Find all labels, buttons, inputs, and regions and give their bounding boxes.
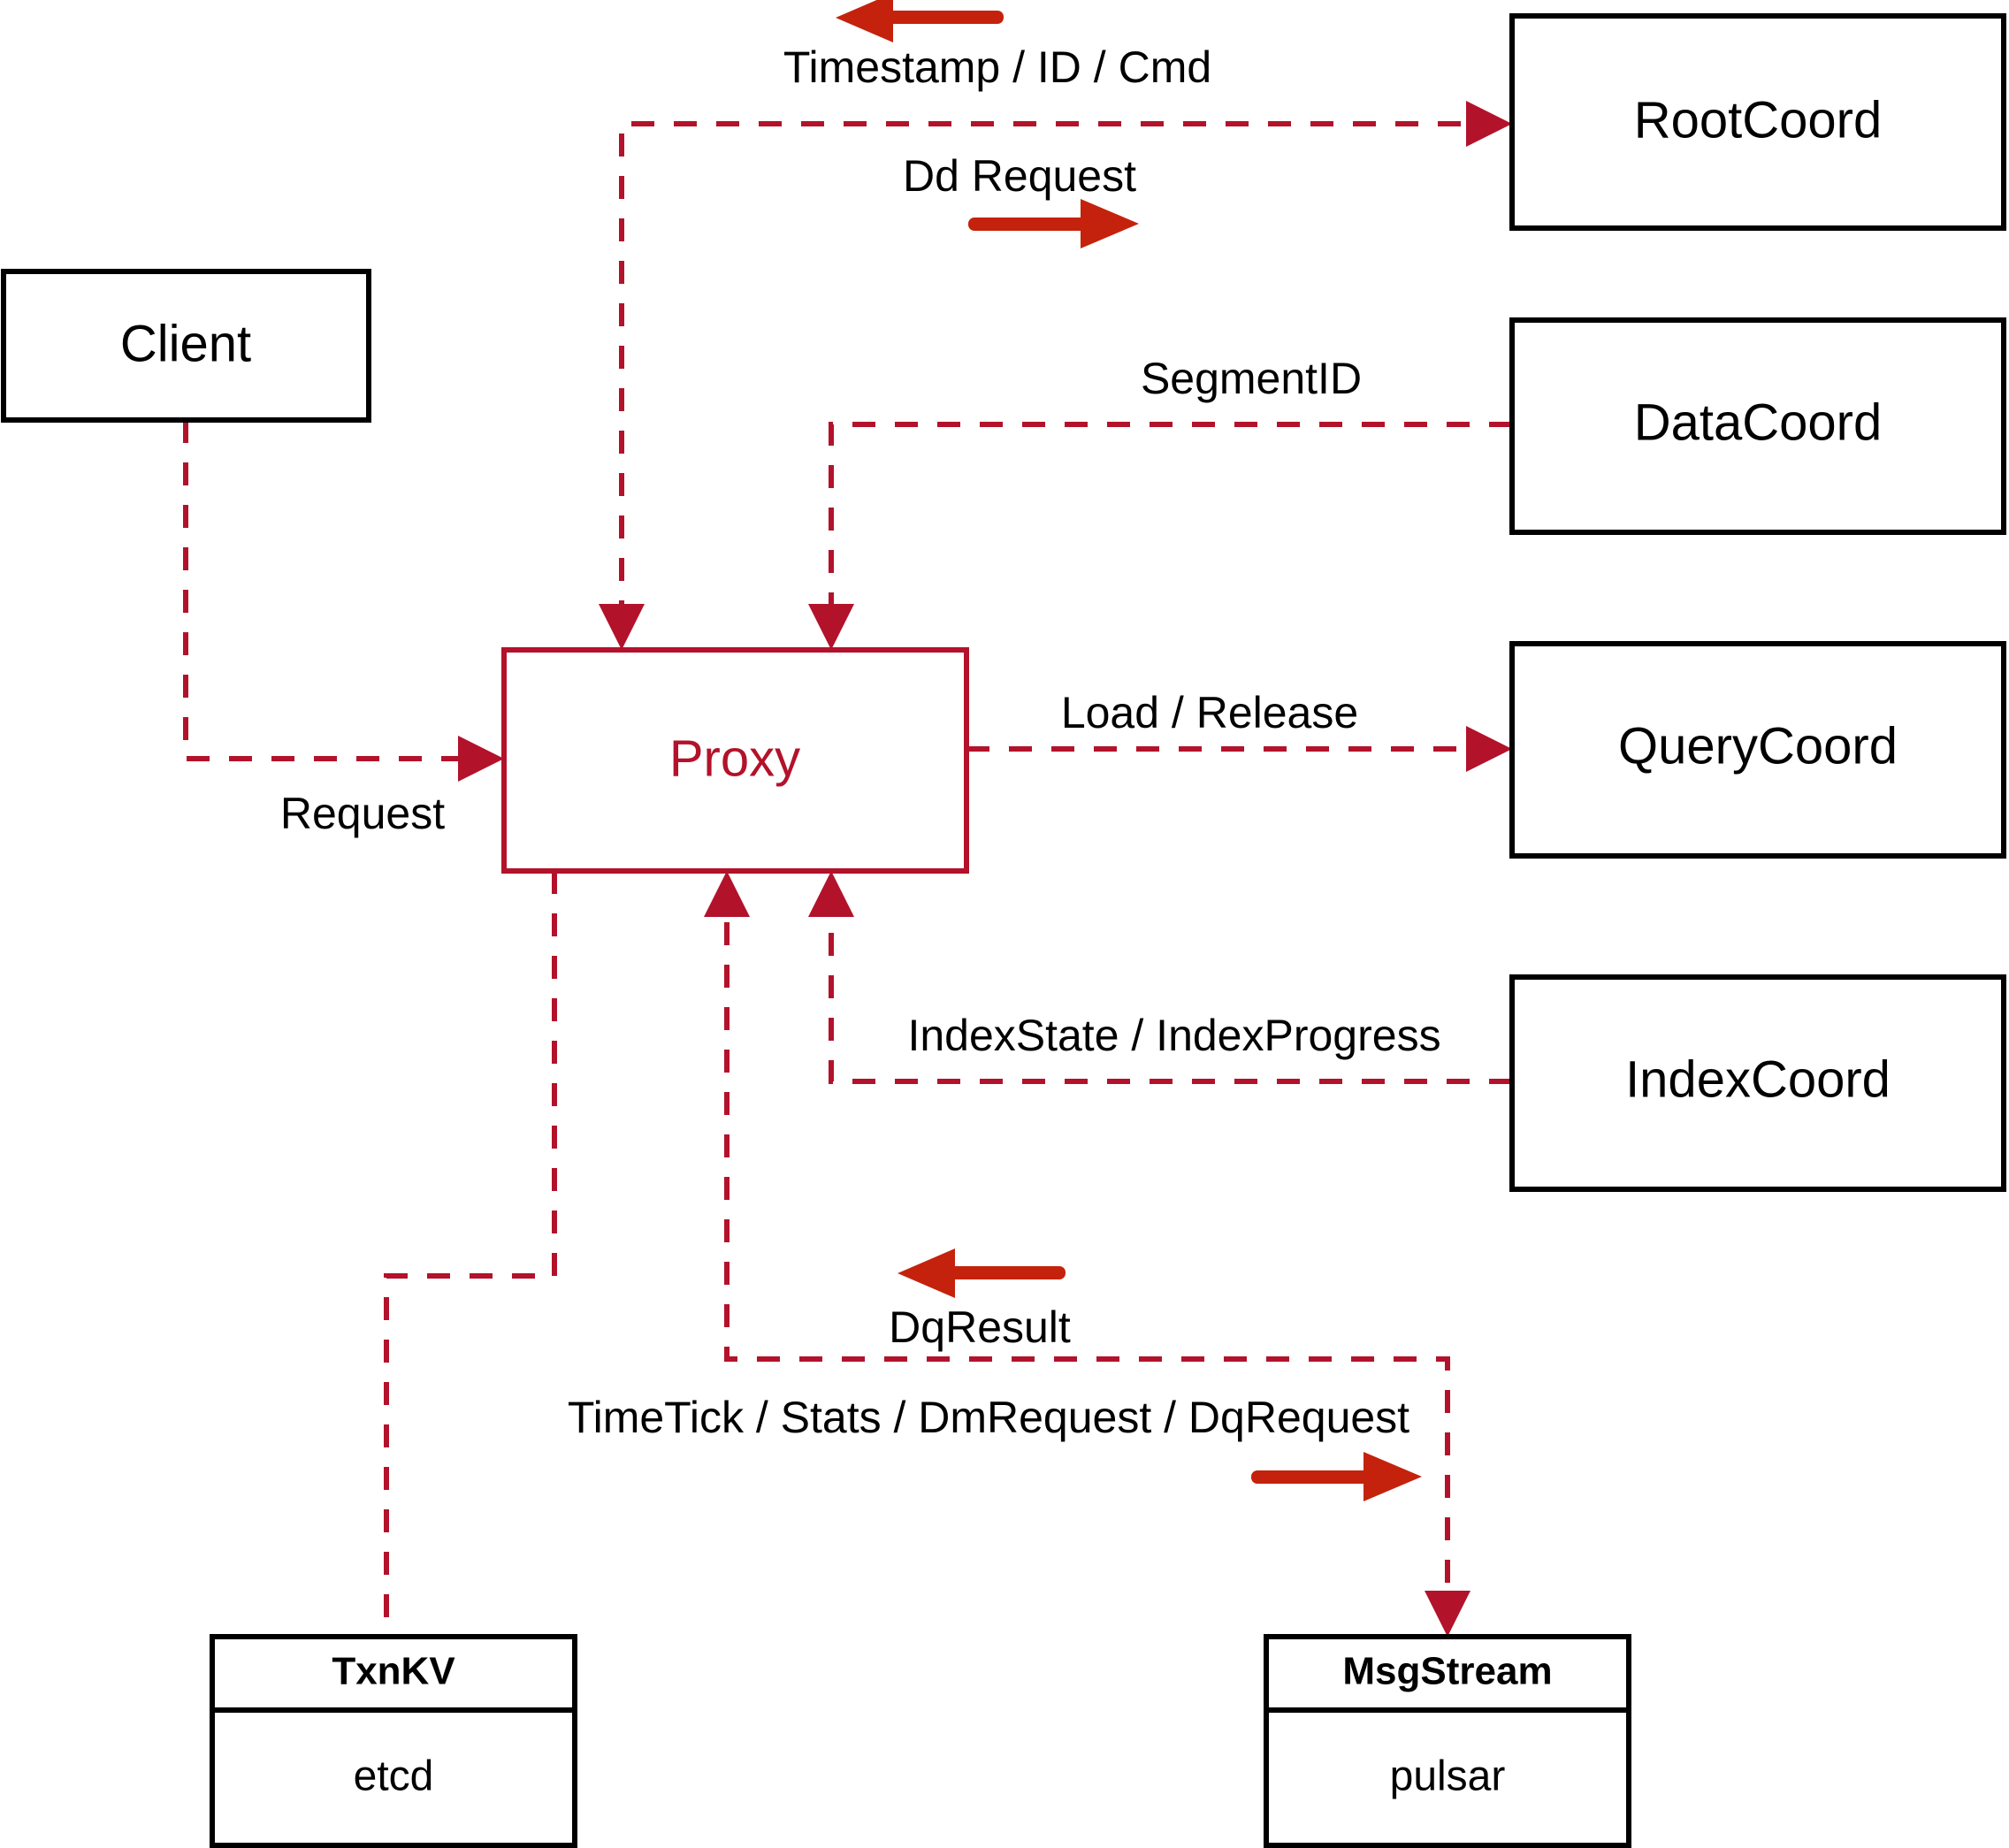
edge-label-load-release: Load / Release [1061, 688, 1358, 737]
bold-arrow-dqresult-left [898, 1249, 1066, 1298]
bold-arrow-dd-request-right [968, 199, 1139, 248]
edge-index-state-arrowhead [808, 871, 854, 917]
edge-msgstream-down-arrowhead [1425, 1591, 1470, 1637]
edge-dd-request-line [619, 121, 1503, 641]
node-msgstream-label: MsgStream [1342, 1650, 1552, 1693]
node-msgstream[interactable]: MsgStream pulsar [1264, 1634, 1631, 1848]
edge-dd-request-arrowhead [599, 604, 645, 650]
bold-arrow-timetick-right [1251, 1452, 1422, 1501]
node-rootcoord[interactable]: RootCoord [1509, 13, 2006, 231]
edge-label-timestamp-id-cmd: Timestamp / ID / Cmd [783, 42, 1211, 92]
node-datacoord[interactable]: DataCoord [1509, 317, 2006, 535]
edge-msgstream-line [724, 880, 1450, 1628]
node-datacoord-label: DataCoord [1634, 393, 1882, 451]
edge-rootcoord-arrowhead [1466, 101, 1512, 147]
edge-label-timetick-stats: TimeTick / Stats / DmRequest / DqRequest [568, 1393, 1409, 1442]
node-querycoord-label: QueryCoord [1618, 717, 1898, 775]
edge-segmentid-arrowhead [808, 604, 854, 650]
node-client[interactable]: Client [1, 269, 371, 423]
edge-label-request: Request [280, 789, 445, 838]
node-txnkv-label: TxnKV [332, 1650, 455, 1693]
node-indexcoord-label: IndexCoord [1625, 1050, 1891, 1108]
edge-index-state-line [829, 880, 1512, 1084]
node-proxy-label: Proxy [669, 729, 800, 787]
edge-label-dd-request: Dd Request [903, 151, 1136, 201]
edge-msgstream-up-arrowhead [704, 871, 750, 917]
edge-load-release-arrowhead [1466, 726, 1512, 772]
node-client-label: Client [120, 315, 251, 372]
edge-label-dq-result: DqResult [889, 1302, 1071, 1352]
edge-label-index-state-progress: IndexState / IndexProgress [907, 1011, 1440, 1060]
edge-txnkv-line [384, 871, 557, 1637]
node-proxy[interactable]: Proxy [501, 647, 969, 874]
edge-label-segment-id: SegmentID [1141, 354, 1362, 403]
edge-segmentid-line [829, 422, 1512, 641]
node-txnkv[interactable]: TxnKV etcd [210, 1634, 577, 1848]
edge-request-line [183, 420, 495, 761]
node-msgstream-impl: pulsar [1390, 1753, 1506, 1800]
node-indexcoord[interactable]: IndexCoord [1509, 974, 2006, 1192]
node-querycoord[interactable]: QueryCoord [1509, 641, 2006, 859]
node-txnkv-impl: etcd [354, 1753, 434, 1800]
node-rootcoord-label: RootCoord [1634, 91, 1882, 149]
edge-request-arrowhead [458, 736, 504, 782]
bold-arrow-timestamp-left [836, 0, 1004, 42]
